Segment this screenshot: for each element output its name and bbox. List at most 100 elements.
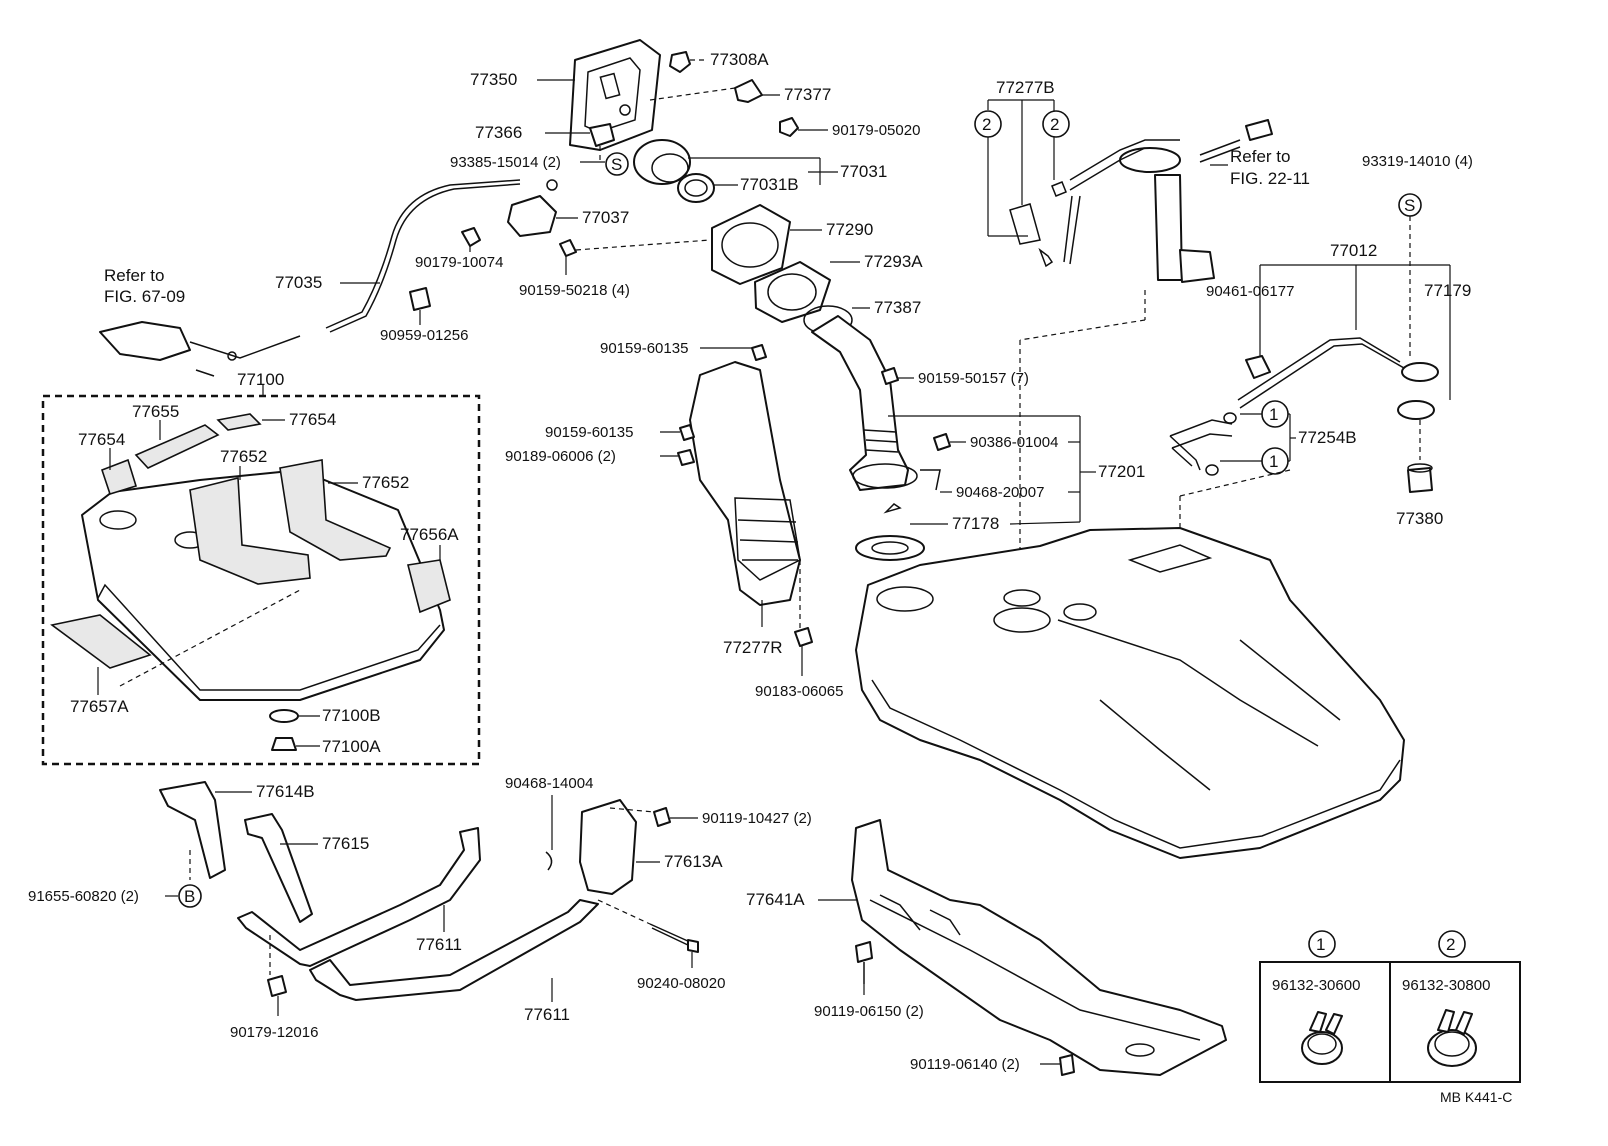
legend-callout-1 — [1308, 930, 1336, 958]
gasket-77293A — [754, 261, 831, 323]
tube-77012 — [1237, 337, 1405, 409]
label-90189-06006: 90189-06006 (2) — [505, 448, 616, 465]
label-refer-67-line2: FIG. 67-09 — [104, 287, 185, 306]
hose-clamp-icon — [1427, 1009, 1477, 1067]
nut-90179-05020 — [779, 117, 799, 137]
label-91655-60820: 91655-60820 (2) — [28, 888, 139, 905]
clamp-legend: 1 2 96132-30600 96132-30800 MB K441-C — [1259, 930, 1521, 1105]
label-refer-22-line1: Refer to — [1230, 147, 1290, 166]
label-refer-67-line1: Refer to — [104, 266, 164, 285]
label-77387: 77387 — [874, 298, 921, 317]
label-77031B: 77031B — [740, 175, 799, 194]
label-77657A: 77657A — [70, 697, 129, 716]
bracket-77613A — [579, 799, 637, 895]
clamp-90461-06177 — [1245, 355, 1271, 379]
label-77031: 77031 — [840, 162, 887, 181]
protector-77641A — [851, 819, 1227, 1076]
symbol-s-2: S — [1404, 196, 1415, 215]
fuel-tank-77001 — [855, 527, 1405, 859]
base-77290 — [711, 204, 791, 285]
pad-77656A — [407, 559, 451, 614]
bolt-90159-50157 — [881, 367, 899, 385]
nut-90179-10074 — [461, 227, 481, 247]
label-77611-a: 77611 — [416, 935, 462, 954]
callout-2-b — [1042, 110, 1070, 138]
label-77641A: 77641A — [746, 890, 805, 909]
label-77652-b: 77652 — [362, 473, 409, 492]
figure-code: MB K441-C — [1440, 1089, 1512, 1105]
hose-clamp-icon — [1301, 1011, 1343, 1065]
label-77377: 77377 — [784, 85, 831, 104]
label-90461-06177: 90461-06177 — [1206, 283, 1294, 300]
label-77100B: 77100B — [322, 706, 381, 725]
label-77308A: 77308A — [710, 50, 769, 69]
nut-90386-01004 — [933, 433, 951, 451]
label-77277R: 77277R — [723, 638, 783, 657]
pump-opening — [993, 607, 1051, 633]
lid-opener-cable-group: 77037 90179-10074 77035 90959-01256 Refe… — [99, 179, 629, 377]
label-77654-a: 77654 — [289, 410, 336, 429]
main-fuel-tank — [855, 527, 1405, 859]
bolt-90179-12016 — [267, 975, 287, 997]
label-77615: 77615 — [322, 834, 369, 853]
grommet-group: 77031B 77031 — [633, 139, 887, 203]
label-90119-06150: 90119-06150 (2) — [814, 1003, 924, 1020]
cable-77035 — [325, 179, 521, 329]
sender-opening — [1063, 603, 1097, 621]
symbol-s-circle-1 — [605, 152, 629, 176]
bolt-90240-08020 — [649, 923, 691, 947]
legend-callout-2 — [1438, 930, 1466, 958]
cushion-77100B — [269, 709, 299, 723]
symbol-b-circle — [178, 884, 202, 908]
pump-and-hoses-group: 77277B 2 2 Refer to FIG. 22-11 93319-140… — [974, 78, 1473, 610]
legend-callout-1-text: 1 — [1316, 935, 1325, 954]
label-90159-60135-b: 90159-60135 — [545, 424, 633, 441]
label-77290: 77290 — [826, 220, 873, 239]
label-77611-b: 77611 — [524, 1005, 570, 1024]
label-77654-b: 77654 — [78, 430, 125, 449]
label-96132-30600: 96132-30600 — [1272, 977, 1360, 994]
bracket-77615 — [244, 813, 313, 923]
grommet-77031 — [633, 139, 691, 185]
pad-77654-a — [216, 413, 262, 431]
hose-77254B — [1169, 419, 1233, 449]
label-77652-a: 77652 — [220, 447, 267, 466]
label-93319-14010: 93319-14010 (4) — [1362, 153, 1473, 170]
label-90183-06065: 90183-06065 — [755, 683, 843, 700]
band-77611-b — [309, 899, 599, 1001]
callout-2-b-text: 2 — [1050, 115, 1059, 134]
pad-77655 — [134, 424, 220, 469]
fuel-pump — [1154, 174, 1183, 281]
bolt-90159-60135-b — [679, 424, 695, 441]
label-77655: 77655 — [132, 402, 179, 421]
tank-protector-77641A-group: 77641A 90119-06150 (2) 90119-06140 (2) — [746, 819, 1227, 1076]
bolt-90119-10427 — [653, 807, 671, 827]
filler-neck-parts: 77290 77293A 77387 90159-50218 (4) — [519, 204, 923, 335]
release-lever-part — [99, 321, 191, 361]
label-90179-12016: 90179-12016 — [230, 1024, 318, 1041]
label-77656A: 77656A — [400, 525, 459, 544]
label-77201: 77201 — [1098, 462, 1145, 481]
label-90468-20007: 90468-20007 — [956, 484, 1044, 501]
label-77277B: 77277B — [996, 78, 1055, 97]
clip-77377 — [734, 79, 763, 103]
label-77614B: 77614B — [256, 782, 315, 801]
hose-90468-20007 — [920, 469, 941, 491]
heat-shield-group: 90159-60135 90159-60135 90189-06006 (2) … — [505, 340, 843, 700]
band-77611-a — [237, 827, 481, 967]
label-90159-50218: 90159-50218 (4) — [519, 282, 630, 299]
callout-2-a-text: 2 — [982, 115, 991, 134]
filler-pipe-group: 90159-50157 (7) 90386-01004 77201 90468-… — [811, 315, 1145, 561]
label-77380: 77380 — [1396, 509, 1443, 528]
bolt-90119-06140 — [1059, 1054, 1075, 1076]
label-90179-05020: 90179-05020 — [832, 122, 920, 139]
ring-77031B — [677, 173, 715, 203]
label-77012: 77012 — [1330, 241, 1377, 260]
clip-90959-01256 — [409, 287, 431, 311]
label-90179-10074: 90179-10074 — [415, 254, 503, 271]
label-90119-06140: 90119-06140 (2) — [910, 1056, 1020, 1073]
label-77178: 77178 — [952, 514, 999, 533]
bolt-90119-06150 — [855, 941, 873, 963]
nut-90189-06006 — [677, 449, 695, 466]
